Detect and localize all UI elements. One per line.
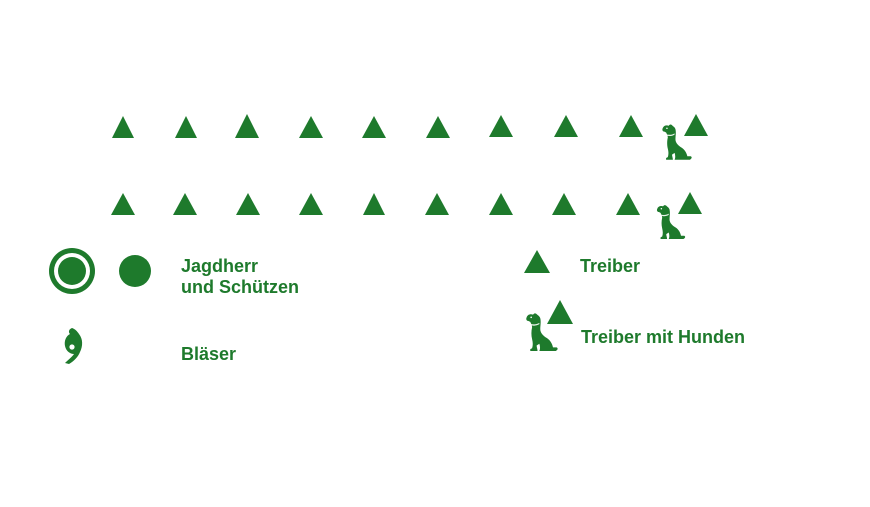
treiber-marker [619,115,643,137]
filled-circle-icon [119,255,151,287]
treiber-marker [554,115,578,137]
treiber-marker [235,114,259,138]
treiber-marker [362,116,386,138]
treiber-marker [363,193,385,215]
treiber-marker [489,193,513,215]
treiber-marker [552,193,576,215]
treiber-marker [112,116,134,138]
treiber-marker [299,193,323,215]
treiber-mit-hund-marker [662,114,708,160]
treiber-marker [173,193,197,215]
jagdherr-label: Jagdherr und Schützen [181,256,299,298]
treiber-marker [111,193,135,215]
formation-row-2 [111,192,702,239]
treiber-label: Treiber [580,256,641,276]
treiber-marker [299,116,323,138]
treiber-marker [426,116,450,138]
horn-icon [64,328,83,364]
double-ring-icon [49,248,95,294]
dog-with-triangle-icon [526,300,573,351]
treiber-marker [616,193,640,215]
jagdherr-label-line1: Jagdherr [181,256,259,276]
treiber-marker [175,116,197,138]
formation-row-1 [112,114,708,160]
triangle-icon [524,250,550,273]
jagdherr-label-line2: und Schützen [181,277,299,297]
treiber-marker [489,115,513,137]
treiber-mit-hund-marker [656,192,702,239]
treiber-mit-hunden-label: Treiber mit Hunden [581,327,746,347]
treiber-marker [425,193,449,215]
treiber-marker [236,193,260,215]
blaeser-label: Bläser [181,344,237,364]
